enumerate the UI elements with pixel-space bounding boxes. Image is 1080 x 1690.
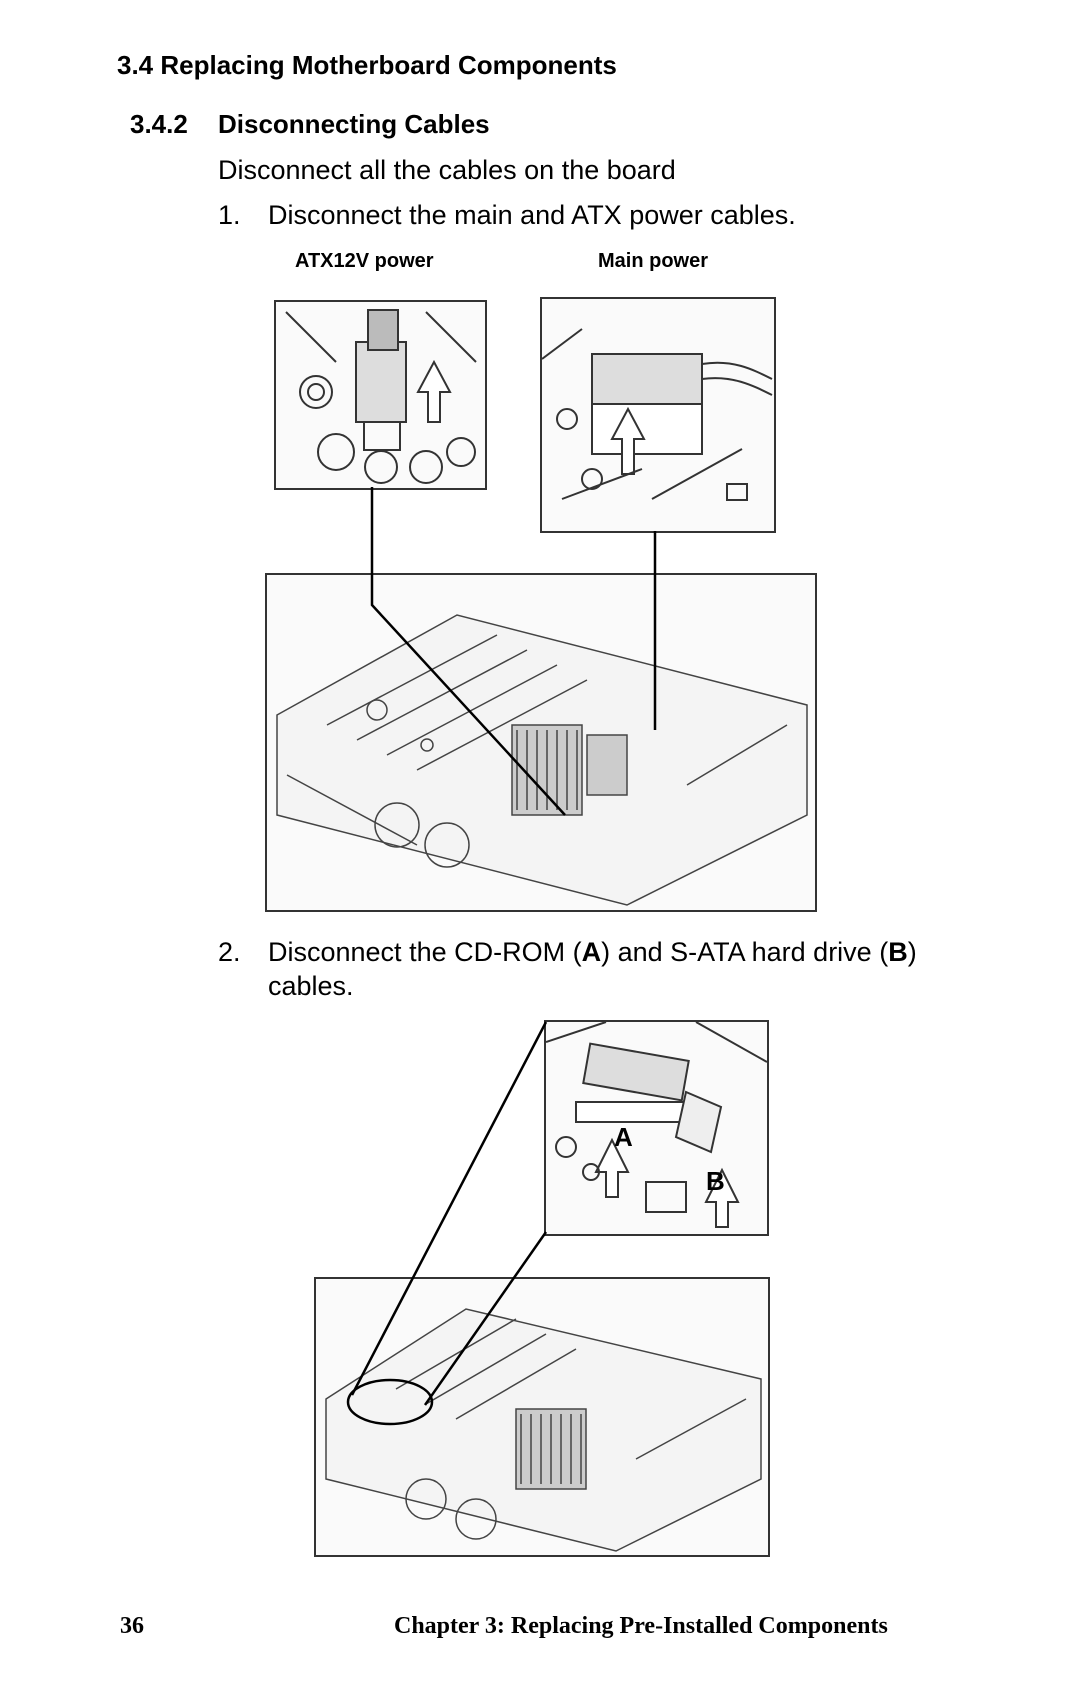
- step-1: 1. Disconnect the main and ATX power cabl…: [218, 198, 948, 232]
- intro-text: Disconnect all the cables on the board: [218, 155, 676, 185]
- chassis-drawing-1: [276, 614, 808, 906]
- caption-main-power: Main power: [598, 250, 709, 272]
- subsection-title: Disconnecting Cables: [218, 109, 490, 139]
- atx12v-connector-drawing: [285, 309, 477, 484]
- step-text: Disconnect the main and ATX power cables…: [268, 200, 796, 230]
- step-text: Disconnect the CD-ROM (A) and S-ATA hard…: [268, 937, 917, 1001]
- highlight-circle: [346, 1378, 434, 1426]
- step-number: 2.: [218, 937, 241, 967]
- cdrom-sata-connector-drawing: A B: [545, 1021, 768, 1228]
- step-2: 2. Disconnect the CD-ROM (A) and S-ATA ha…: [218, 935, 948, 1003]
- main-power-inset-figure: [540, 297, 776, 533]
- callout-label-b: B: [706, 1166, 725, 1196]
- main-power-connector-drawing: [541, 328, 773, 501]
- step-number: 1.: [218, 200, 241, 230]
- label-b-ref: B: [888, 937, 908, 967]
- label-a-ref: A: [581, 937, 602, 967]
- subsection-number: 3.4.2: [130, 109, 188, 139]
- chassis-drawing-2: [325, 1308, 762, 1552]
- chapter-footer: Chapter 3: Replacing Pre-Installed Compo…: [394, 1613, 888, 1639]
- subsection-heading: 3.4.2 Disconnecting Cables: [130, 109, 490, 140]
- caption-atx12v: ATX12V power: [295, 250, 434, 272]
- chassis-overview-figure-1: [265, 573, 817, 912]
- page-number: 36: [120, 1613, 144, 1639]
- cdrom-sata-inset-figure: A B: [544, 1020, 769, 1236]
- section-heading: 3.4 Replacing Motherboard Components: [117, 50, 617, 80]
- callout-label-a: A: [614, 1122, 633, 1152]
- atx12v-inset-figure: [274, 300, 487, 490]
